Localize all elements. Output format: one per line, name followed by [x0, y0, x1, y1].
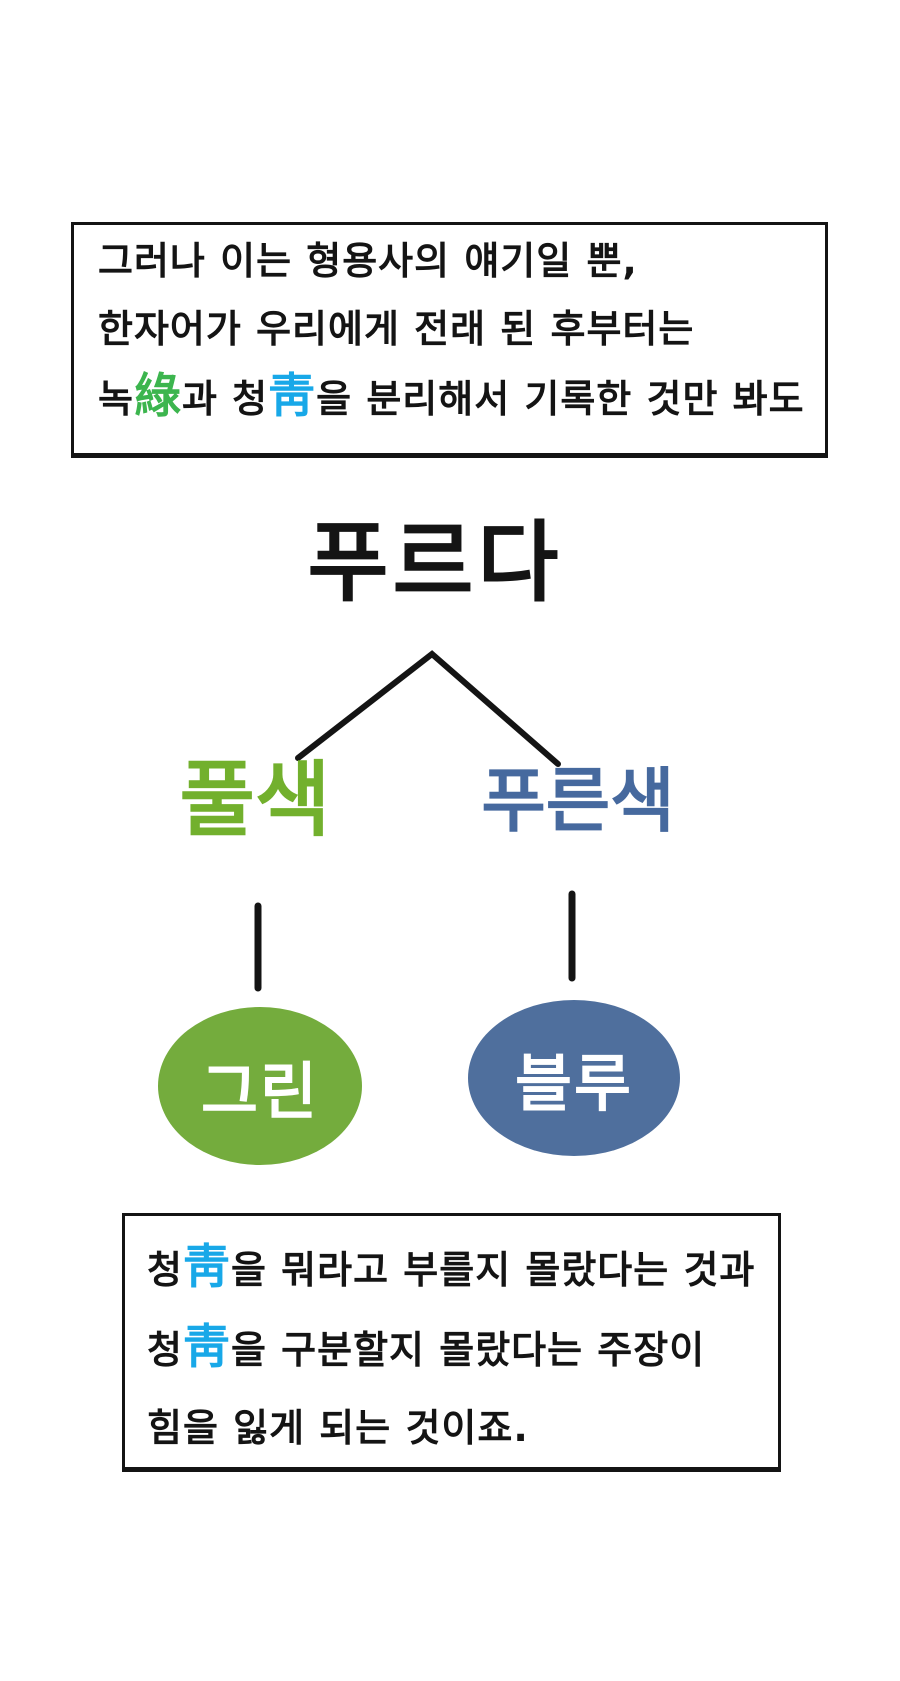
- tree-root-label: 푸르다: [307, 511, 563, 614]
- hanja-character: 靑: [182, 1320, 231, 1375]
- hanja-character: 靑: [268, 369, 317, 424]
- text-segment: 을 분리해서 기록한 것만 봐도: [316, 377, 805, 421]
- bottom-box-line-2: 청靑을 구분할지 몰랐다는 주장이: [147, 1308, 768, 1388]
- text-segment: 을 뭐라고 부를지 몰랐다는 것과: [230, 1248, 756, 1292]
- top-box-line-3: 녹綠과 청靑을 분리해서 기록한 것만 봐도: [98, 363, 815, 431]
- text-segment: 녹: [98, 377, 134, 421]
- top-box-line-2: 한자어가 우리에게 전래 된 후부터는: [98, 295, 815, 363]
- bottom-text-box: 청靑을 뭐라고 부를지 몰랐다는 것과 청靑을 구분할지 몰랐다는 주장이 힘을…: [122, 1213, 781, 1472]
- text-segment: 을 구분할지 몰랐다는 주장이: [230, 1328, 706, 1372]
- text-segment: 과 청: [181, 377, 269, 421]
- green-leaf-ellipse: 그린: [158, 1007, 362, 1165]
- blue-leaf-ellipse: 블루: [468, 1000, 680, 1156]
- text-segment: 청: [147, 1328, 183, 1372]
- bottom-box-line-1: 청靑을 뭐라고 부를지 몰랐다는 것과: [147, 1228, 768, 1308]
- tree-left-branch-label: 풀색: [179, 753, 331, 848]
- top-box-line-1: 그러나 이는 형용사의 얘기일 뿐,: [98, 227, 815, 295]
- blue-leaf-label: 블루: [514, 1047, 634, 1120]
- text-segment: 힘을 잃게 되는 것이죠.: [147, 1406, 529, 1450]
- top-text-box: 그러나 이는 형용사의 얘기일 뿐, 한자어가 우리에게 전래 된 후부터는 녹…: [71, 222, 828, 458]
- text-segment: 청: [147, 1248, 183, 1292]
- text-segment: 그러나 이는 형용사의 얘기일 뿐,: [98, 239, 638, 283]
- hanja-character: 綠: [133, 369, 182, 424]
- tree-right-branch-label: 푸른색: [481, 760, 675, 842]
- text-segment: 한자어가 우리에게 전래 된 후부터는: [98, 307, 695, 351]
- green-leaf-label: 그린: [200, 1055, 320, 1128]
- hanja-character: 靑: [182, 1240, 231, 1295]
- bottom-box-line-3: 힘을 잃게 되는 것이죠.: [147, 1388, 768, 1468]
